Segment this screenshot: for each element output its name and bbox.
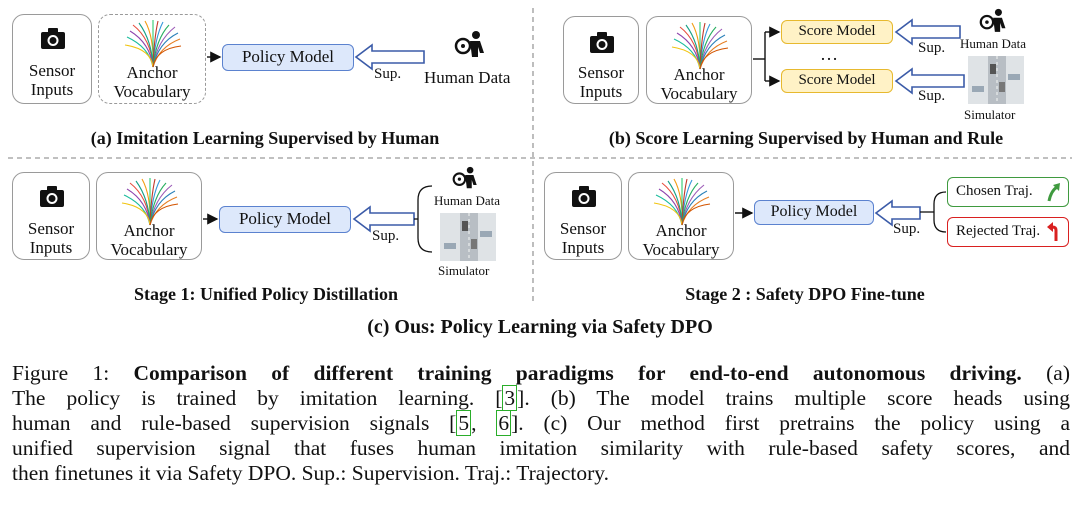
simulator-label: Simulator [964,107,1016,122]
anchor-vocabulary-label: Anchor Vocabulary [660,65,738,103]
simulator-icon [440,213,496,261]
sensor-inputs-label: Sensor Inputs [577,63,625,101]
sensor-inputs-label: Sensor Inputs [28,61,76,99]
sup-label-2: Sup. [918,88,946,104]
citation-link[interactable]: 5 [456,410,472,436]
human-driver-icon [454,31,484,57]
sup-label: Sup. [893,221,921,237]
human-data-label: Human Data [424,68,511,87]
caption-line-5: then finetunes it via Safety DPO. Sup.: … [12,461,610,485]
camera-icon [590,32,614,53]
panel-b-title: (b) Score Learning Supervised by Human a… [608,128,1004,148]
caption-bold: Comparison of different training paradig… [133,361,1022,385]
policy-model-box: Policy Model [219,206,351,233]
stage1-title: Stage 1: Unified Policy Distillation [134,284,398,304]
arrow-up-right-icon [1047,183,1060,202]
caption-line-3: human and rule-based supervision signals… [12,410,1070,436]
anchor-vocabulary-label: Anchor Vocabulary [113,63,191,101]
rejected-traj-box: Rejected Traj. [947,217,1069,247]
policy-model-box: Policy Model [222,44,354,71]
camera-icon [40,186,64,207]
sup-label: Sup. [372,228,400,244]
human-driver-icon [452,166,477,189]
trajectory-fan-icon [653,178,711,226]
anchor-vocabulary-box: Anchor Vocabulary [646,16,752,104]
trajectory-fan-icon [121,178,179,226]
human-data-label: Human Data [434,193,501,208]
arrow-turn-icon [1047,222,1058,241]
chosen-traj-box: Chosen Traj. [947,177,1069,207]
sensor-inputs-box: Sensor Inputs [12,172,90,260]
citation-link[interactable]: 6 [496,410,512,436]
score-model-box-2: Score Model [781,69,893,93]
simulator-label: Simulator [438,263,490,278]
chosen-traj-label: Chosen Traj. [956,183,1033,199]
sup-label: Sup. [374,66,402,82]
caption-line-4: unified supervision signal that fuses hu… [12,436,1070,460]
sensor-inputs-label: Sensor Inputs [27,219,75,257]
panel-a-title: (a) Imitation Learning Supervised by Hum… [90,128,440,148]
simulator-icon [968,56,1024,104]
anchor-vocabulary-label: Anchor Vocabulary [642,221,720,259]
caption-line-2: The policy is trained by imitation learn… [12,385,1071,411]
anchor-vocabulary-label: Anchor Vocabulary [110,221,188,259]
score-model-box-1: Score Model [781,20,893,44]
sup-label-1: Sup. [918,40,946,56]
stage2-title: Stage 2 : Safety DPO Fine-tune [685,284,925,304]
human-data-label: Human Data [960,36,1027,51]
anchor-vocabulary-box: Anchor Vocabulary [628,172,734,260]
anchor-vocabulary-box: Anchor Vocabulary [98,14,206,104]
score-ellipsis: … [820,44,838,64]
human-driver-icon [979,8,1006,32]
anchor-vocabulary-box: Anchor Vocabulary [96,172,202,260]
trajectory-fan-icon [671,22,729,70]
panel-c-title: (c) Ous: Policy Learning via Safety DPO [367,316,713,338]
camera-icon [572,186,596,207]
rejected-traj-label: Rejected Traj. [956,223,1041,239]
sensor-inputs-box: Sensor Inputs [12,14,92,104]
figure-caption: Figure 1: Comparison of different traini… [12,361,1070,486]
sensor-inputs-box: Sensor Inputs [544,172,622,260]
sensor-inputs-label: Sensor Inputs [559,219,607,257]
policy-model-box: Policy Model [754,200,874,225]
caption-line-1: Figure 1: Comparison of different traini… [12,361,1070,385]
citation-link[interactable]: 3 [502,385,518,411]
sensor-inputs-box: Sensor Inputs [563,16,639,104]
camera-icon [41,28,65,49]
trajectory-fan-icon [124,20,182,68]
